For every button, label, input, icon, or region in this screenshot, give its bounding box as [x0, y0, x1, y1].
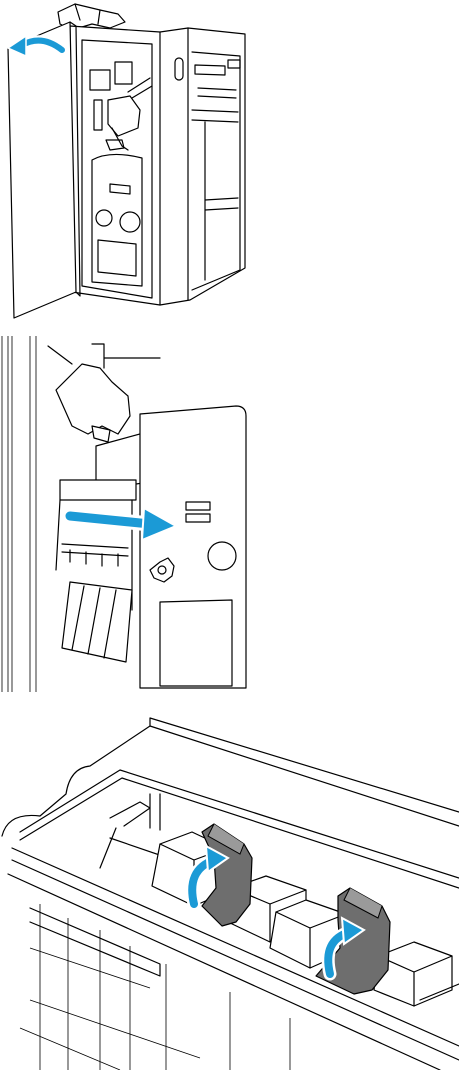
step-2-illustration	[0, 330, 459, 700]
side-plate	[140, 406, 246, 688]
door-latch	[175, 58, 183, 80]
finisher-cabinet	[70, 26, 245, 305]
step-1-open-door-panel	[0, 0, 459, 320]
upper-bracket	[56, 364, 130, 434]
step-3-illustration	[0, 708, 459, 1070]
stapler-carriage	[60, 480, 136, 500]
front-door	[8, 22, 76, 318]
step-2-pull-carriage-panel	[0, 330, 459, 700]
step-1-illustration	[0, 0, 459, 320]
step-3-lift-tabs-panel	[0, 708, 459, 1070]
frame-rail	[2, 336, 36, 692]
